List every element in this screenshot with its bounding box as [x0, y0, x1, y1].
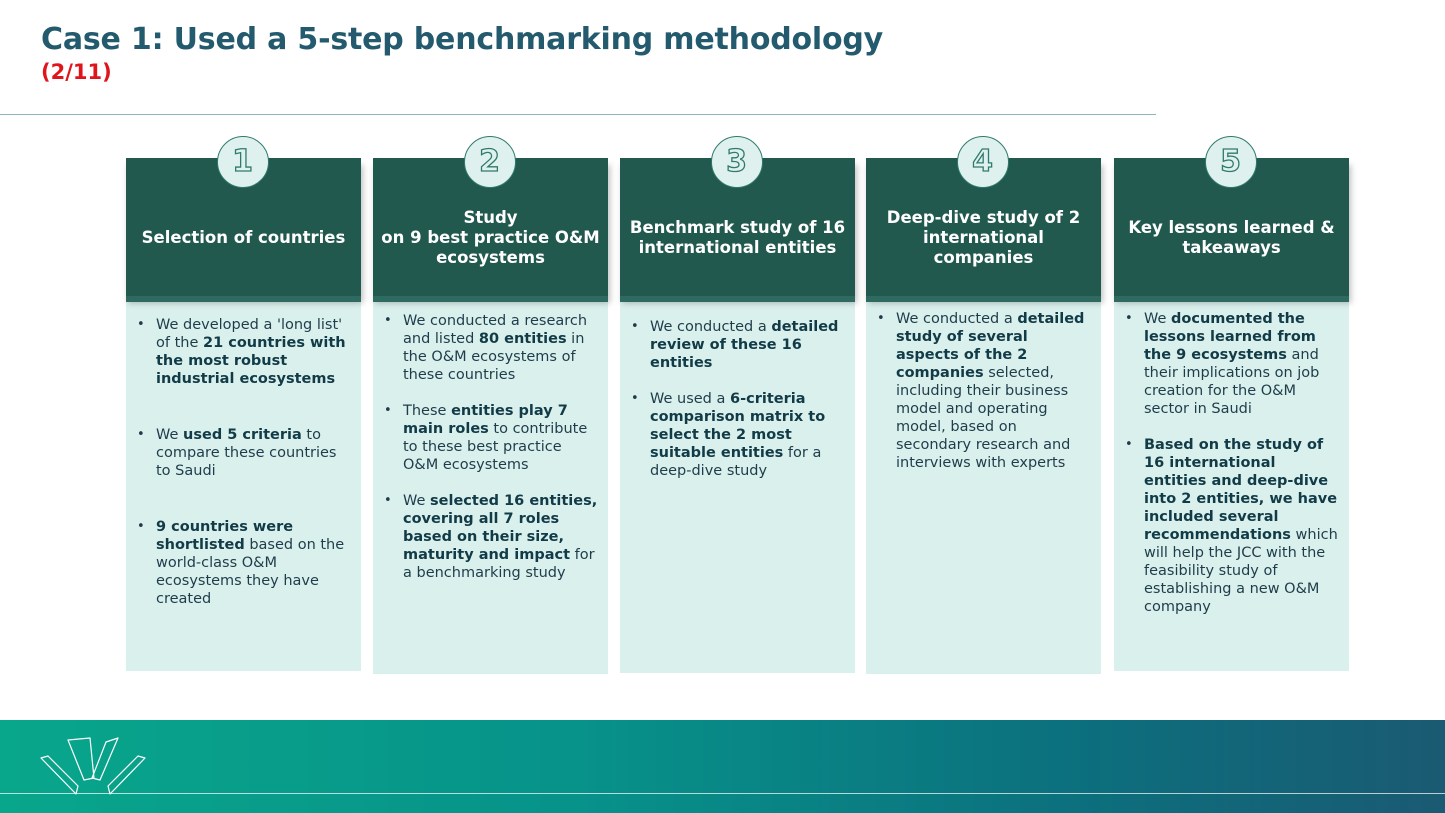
step-bullet-list: We developed a 'long list' of the 21 cou… — [136, 316, 353, 608]
footer-divider — [0, 793, 1445, 794]
step-bullet-list: We conducted a detailed review of these … — [630, 318, 847, 480]
step-bullet-list: We conducted a research and listed 80 en… — [383, 312, 600, 582]
bullet-item: 9 countries were shortlisted based on th… — [136, 518, 353, 608]
step-card-5: 5 Key lessons learned & takeaways We doc… — [1114, 136, 1349, 671]
bullet-item: Based on the study of 16 international e… — [1124, 436, 1341, 616]
step-card-4: 4 Deep-dive study of 2 international com… — [866, 136, 1101, 674]
step-body: We conducted a detailed study of several… — [866, 296, 1101, 674]
page-title: Case 1: Used a 5-step benchmarking metho… — [41, 22, 884, 57]
brand-logo-icon — [40, 737, 146, 795]
step-title: Study on 9 best practice O&M ecosystems — [381, 208, 600, 267]
step-body: We documented the lessons learned from t… — [1114, 296, 1349, 671]
bullet-item: We selected 16 entities, covering all 7 … — [383, 492, 600, 582]
step-number-badge: 1 — [216, 136, 269, 188]
bullet-item: We used a 6-criteria comparison matrix t… — [630, 390, 847, 480]
step-number-badge: 4 — [956, 136, 1009, 188]
bullet-item: We developed a 'long list' of the 21 cou… — [136, 316, 353, 388]
step-title: Deep-dive study of 2 international compa… — [886, 208, 1081, 267]
step-number-badge: 3 — [710, 136, 763, 188]
title-divider — [0, 114, 1156, 115]
step-body: We conducted a research and listed 80 en… — [373, 296, 608, 674]
step-header: 5 Key lessons learned & takeaways — [1114, 136, 1349, 296]
step-header: 3 Benchmark study of 16 international en… — [620, 136, 855, 296]
step-title: Benchmark study of 16 international enti… — [629, 218, 846, 257]
step-card-2: 2 Study on 9 best practice O&M ecosystem… — [373, 136, 608, 674]
step-card-3: 3 Benchmark study of 16 international en… — [620, 136, 855, 673]
step-title: Key lessons learned & takeaways — [1128, 218, 1335, 257]
step-number-badge: 2 — [463, 136, 516, 188]
bullet-item: We conducted a detailed review of these … — [630, 318, 847, 372]
step-card-1: 1 Selection of countries We developed a … — [126, 136, 361, 671]
bullet-item: We conducted a research and listed 80 en… — [383, 312, 600, 384]
bullet-item: These entities play 7 main roles to cont… — [383, 402, 600, 474]
step-header: 1 Selection of countries — [126, 136, 361, 296]
page-subtitle: (2/11) — [41, 60, 112, 84]
step-header: 2 Study on 9 best practice O&M ecosystem… — [373, 136, 608, 296]
step-title: Selection of countries — [141, 228, 346, 247]
step-bullet-list: We conducted a detailed study of several… — [876, 310, 1093, 472]
step-body: We developed a 'long list' of the 21 cou… — [126, 296, 361, 671]
step-bullet-list: We documented the lessons learned from t… — [1124, 310, 1341, 616]
bullet-item: We used 5 criteria to compare these coun… — [136, 426, 353, 480]
bullet-item: We conducted a detailed study of several… — [876, 310, 1093, 472]
step-number-badge: 5 — [1204, 136, 1257, 188]
bullet-item: We documented the lessons learned from t… — [1124, 310, 1341, 418]
step-body: We conducted a detailed review of these … — [620, 296, 855, 673]
footer-band — [0, 720, 1445, 813]
step-header: 4 Deep-dive study of 2 international com… — [866, 136, 1101, 296]
